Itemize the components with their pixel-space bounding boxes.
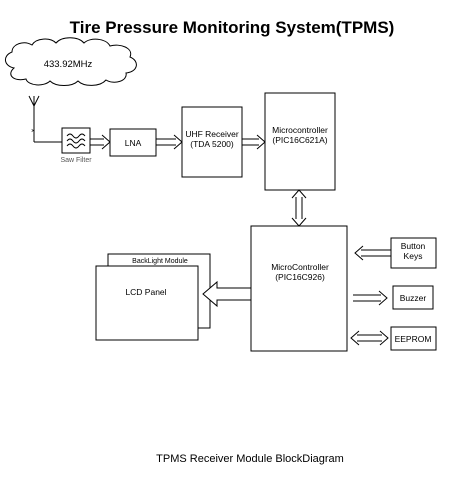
saw-filter-label: Saw Filter <box>60 157 92 164</box>
eeprom-label: EEPROM <box>395 334 432 344</box>
diagram-caption: TPMS Receiver Module BlockDiagram <box>156 453 344 465</box>
button-keys-label: Button <box>401 241 426 251</box>
uhf-receiver-block: UHF Receiver (TDA 5200) <box>181 106 243 178</box>
button-keys-label-2: Keys <box>404 251 423 261</box>
arrow-mcu2-lcd <box>202 280 252 308</box>
connector-saw-lna <box>90 134 111 150</box>
microcontroller-2-label: MicroController <box>271 262 329 272</box>
lna-label: LNA <box>125 138 142 148</box>
frequency-cloud: 433.92MHz <box>5 37 137 86</box>
microcontroller-1-label: Microcontroller <box>272 125 328 135</box>
lcd-panel: LCD Panel <box>95 265 199 341</box>
arrow-mcu2-eeprom <box>350 330 389 346</box>
button-keys-block: Button Keys <box>390 237 437 269</box>
saw-filter: Saw Filter <box>60 127 92 164</box>
frequency-label: 433.92MHz <box>44 59 93 70</box>
microcontroller-1-part: (PIC16C621A) <box>272 135 327 145</box>
svg-text:×: × <box>31 128 35 135</box>
connector-lna-uhf <box>156 134 183 150</box>
lna-block: LNA <box>109 128 157 157</box>
buzzer-block: Buzzer <box>392 285 434 310</box>
microcontroller-1-block: Microcontroller (PIC16C621A) <box>264 92 336 191</box>
lcd-panel-label: LCD Panel <box>125 287 166 297</box>
connector-uhf-mcu1 <box>242 134 266 150</box>
antenna-icon: × <box>28 95 62 143</box>
buzzer-label: Buzzer <box>400 293 427 303</box>
uhf-receiver-part: (TDA 5200) <box>190 139 234 149</box>
eeprom-block: EEPROM <box>390 326 437 351</box>
microcontroller-2-part: (PIC16C926) <box>275 272 325 282</box>
diagram-title: Tire Pressure Monitoring System(TPMS) <box>70 18 395 37</box>
uhf-receiver-label: UHF Receiver <box>185 129 239 139</box>
connector-mcu1-mcu2 <box>291 189 307 227</box>
arrow-keys-mcu2 <box>354 245 391 261</box>
arrow-mcu2-buzzer <box>353 290 388 306</box>
backlight-label: BackLight Module <box>132 258 188 265</box>
microcontroller-2-block: MicroController (PIC16C926) <box>250 225 348 352</box>
